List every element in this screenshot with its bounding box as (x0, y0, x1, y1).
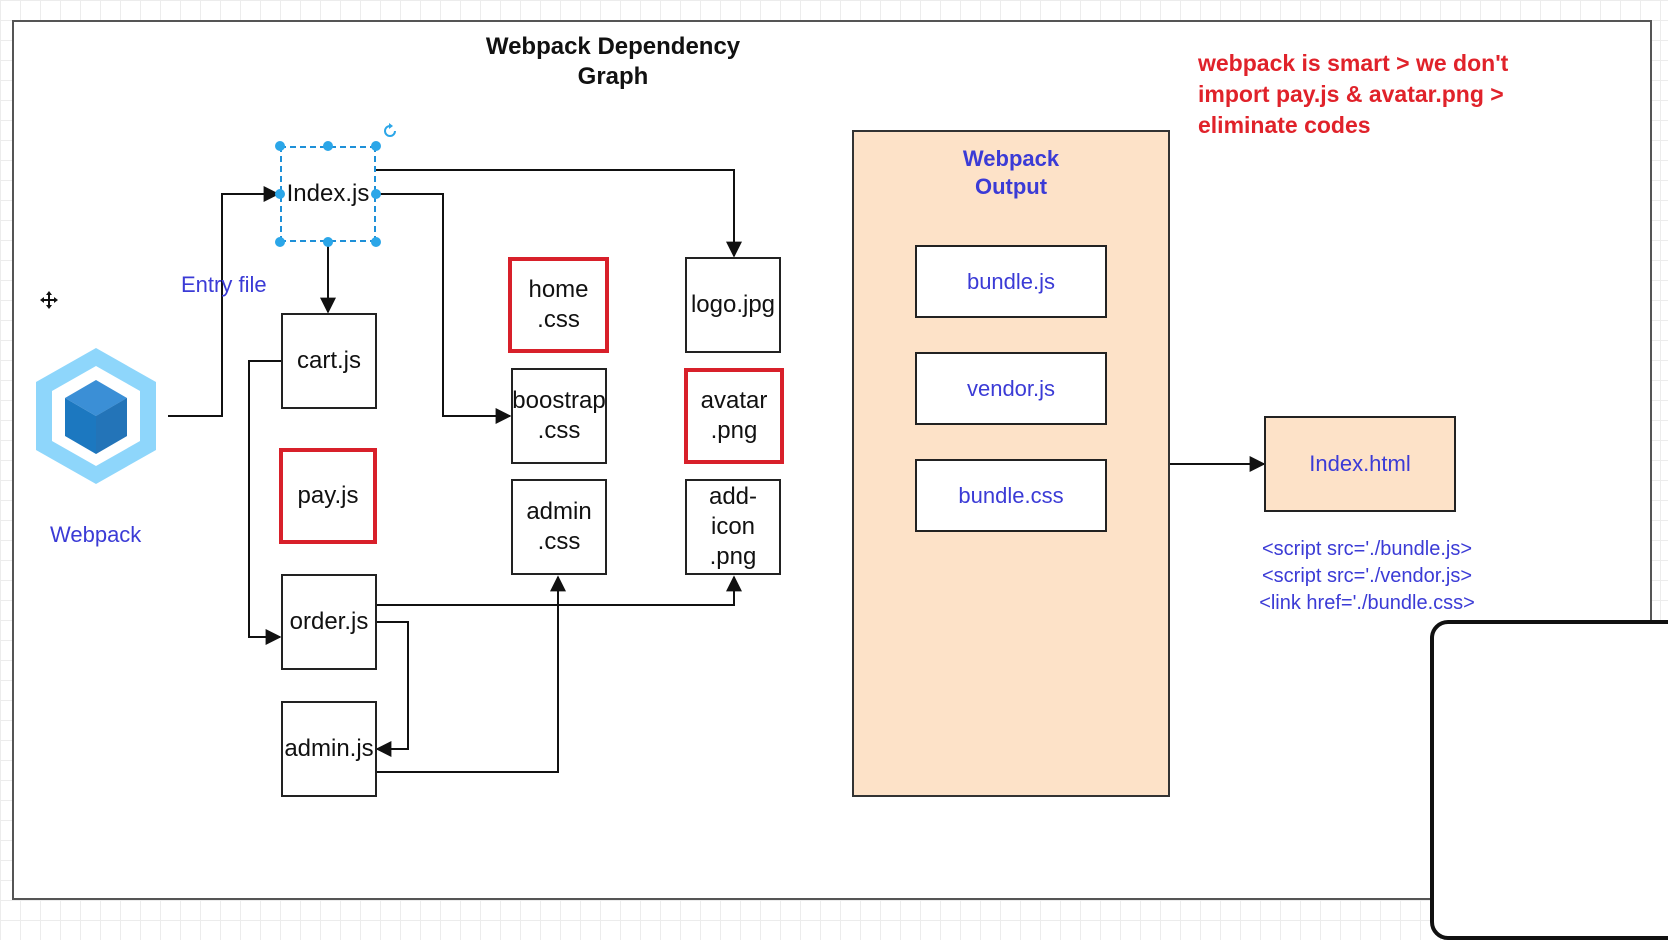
webpack-output-title: Webpack Output (962, 146, 1060, 199)
vendor-js-node[interactable]: vendor.js (915, 352, 1107, 425)
bundle-js-node[interactable]: bundle.js (915, 245, 1107, 318)
entry-file-label: Entry file (181, 272, 267, 297)
home-css-node[interactable]: home .css (508, 257, 609, 353)
selection-handle[interactable] (275, 141, 285, 151)
order-js-node[interactable]: order.js (281, 574, 377, 670)
webpack-label: Webpack (50, 522, 142, 547)
add-icon-png-node[interactable]: add-icon .png (685, 479, 781, 575)
selection-handle[interactable] (323, 141, 333, 151)
logo-jpg-node[interactable]: logo.jpg (685, 257, 781, 353)
html-tag-line: <script src='./bundle.js> (1261, 538, 1473, 560)
bundle-css-node[interactable]: bundle.css (915, 459, 1107, 532)
selection-handle[interactable] (371, 141, 381, 151)
selection-handle[interactable] (275, 189, 285, 199)
edge-webpack-to-index (168, 186, 280, 417)
edge-index-to-logo (376, 169, 742, 258)
selection-handle[interactable] (371, 189, 381, 199)
edge-admin-js-to-admin-css (376, 575, 566, 773)
move-cursor-icon (40, 291, 58, 309)
index-html-node[interactable]: Index.html (1264, 416, 1456, 512)
selection-handle[interactable] (371, 237, 381, 247)
edge-order-to-admin-js (375, 621, 409, 757)
webpack-logo-icon (30, 344, 162, 488)
html-tag-line: <script src='./vendor.js> (1261, 565, 1473, 587)
admin-js-node[interactable]: admin.js (281, 701, 377, 797)
diagram-title: Webpack Dependency Graph (485, 33, 741, 90)
edge-cart-to-order (248, 360, 282, 645)
bootstrap-css-node[interactable]: boostrap .css (511, 368, 607, 464)
edges-layer (168, 169, 1266, 773)
edge-order-to-add-icon (376, 575, 742, 606)
overlay-panel-corner (1430, 620, 1668, 940)
rotate-handle-icon[interactable] (382, 123, 398, 139)
selection-handle[interactable] (323, 237, 333, 247)
edge-index-to-bootstrap (376, 193, 512, 424)
index-js-node[interactable]: Index.js (280, 146, 376, 242)
html-tag-line: <link href='./bundle.css> (1259, 592, 1475, 614)
avatar-png-node[interactable]: avatar .png (684, 368, 784, 464)
selection-handle[interactable] (275, 237, 285, 247)
pay-js-node[interactable]: pay.js (279, 448, 377, 544)
admin-css-node[interactable]: admin .css (511, 479, 607, 575)
html-tags-list: <script src='./bundle.js> <script src='.… (1236, 536, 1498, 617)
annotation-note: webpack is smart > we don't import pay.j… (1198, 50, 1509, 139)
cart-js-node[interactable]: cart.js (281, 313, 377, 409)
